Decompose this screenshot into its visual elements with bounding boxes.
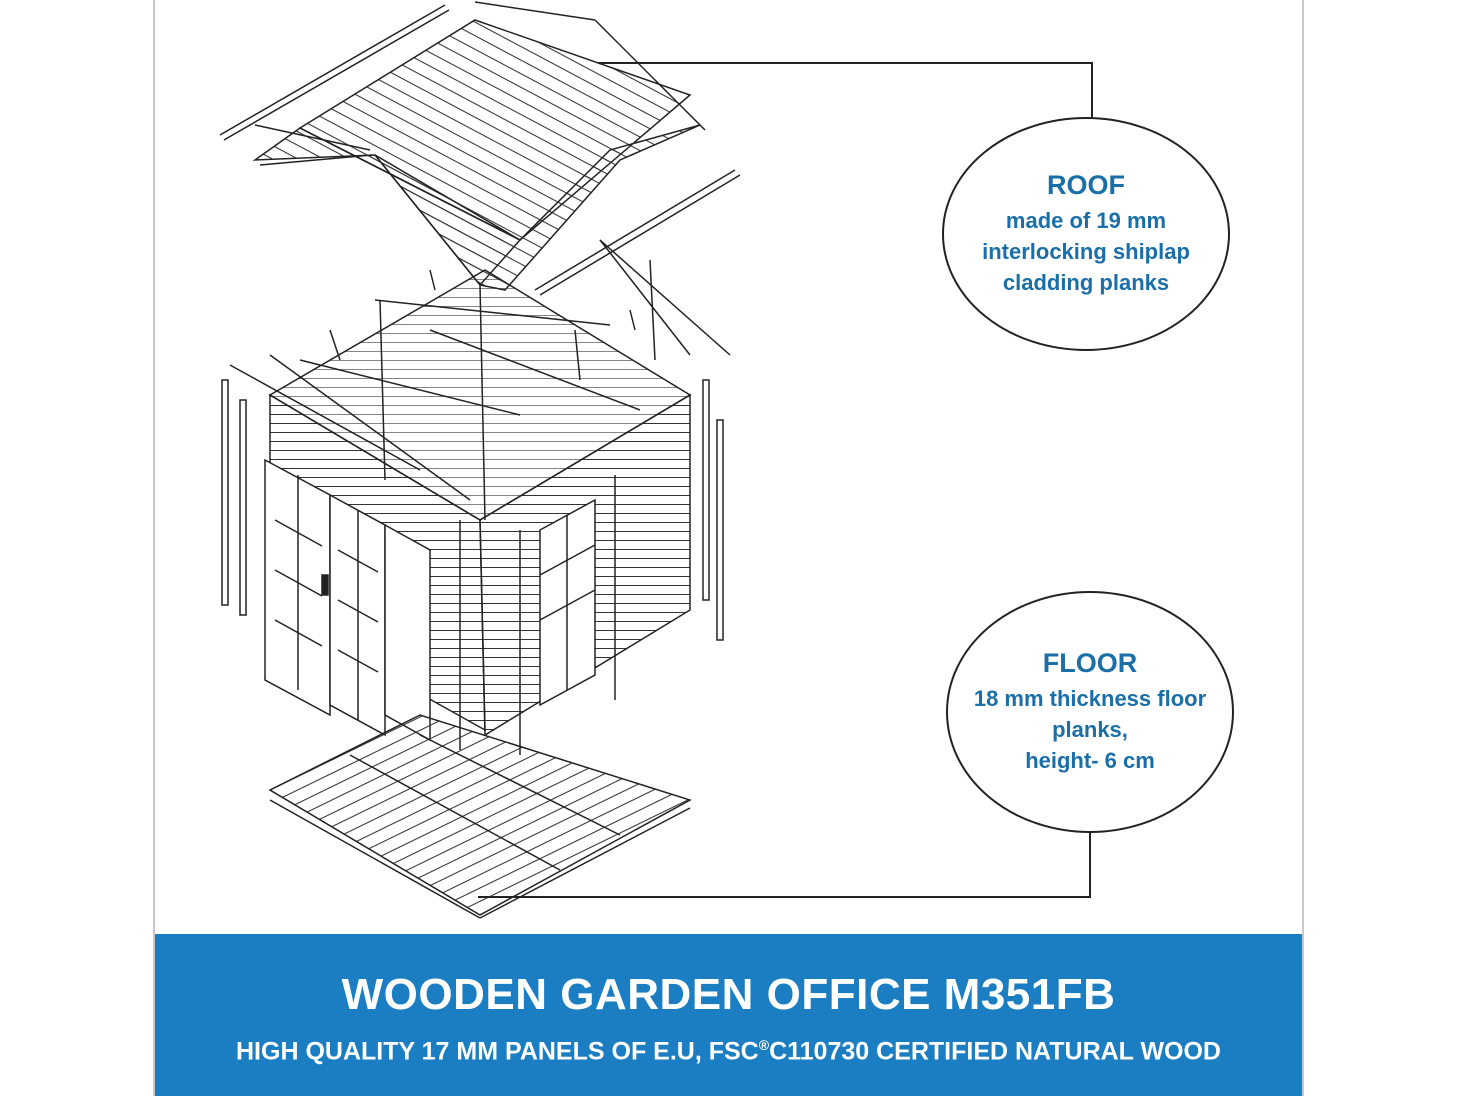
floor-callout-ellipse xyxy=(946,591,1234,833)
roof-heading: ROOF xyxy=(1047,170,1125,200)
subtitle-post: C110730 CERTIFIED NATURAL WOOD xyxy=(769,1037,1221,1066)
roof-callout: ROOF made of 19 mm interlocking shiplap … xyxy=(943,118,1229,350)
side-wall xyxy=(459,393,691,755)
floor-line-3: height- 6 cm xyxy=(1025,748,1155,773)
floor-line-1: 18 mm thickness floor xyxy=(973,686,1207,711)
product-title: WOODEN GARDEN OFFICE M351FB xyxy=(341,970,1116,1019)
roof-line-1: made of 19 mm xyxy=(1005,208,1167,233)
floor-heading: FLOOR xyxy=(1042,648,1138,678)
roof-leader-line xyxy=(598,62,1093,118)
floor-callout: FLOOR 18 mm thickness floor planks, heig… xyxy=(947,592,1233,832)
registered-mark: ® xyxy=(758,1037,770,1053)
floor-line-2: planks, xyxy=(1052,717,1128,742)
front-wall xyxy=(264,393,486,742)
product-subtitle: HIGH QUALITY 17 MM PANELS OF E.U, FSC®C1… xyxy=(155,1037,1302,1066)
subtitle-pre: HIGH QUALITY 17 MM PANELS OF E.U, FSC xyxy=(236,1037,759,1066)
roof-line-3: cladding planks xyxy=(1002,270,1170,295)
product-banner: WOODEN GARDEN OFFICE M351FB HIGH QUALITY… xyxy=(155,934,1302,1096)
roof-callout-ellipse xyxy=(942,117,1230,351)
roof-line-2: interlocking shiplap xyxy=(982,239,1190,264)
floor-leader-line xyxy=(478,832,1091,898)
trim-boards xyxy=(221,379,724,641)
page-frame xyxy=(153,0,1304,1096)
floor-assembly xyxy=(268,714,692,919)
